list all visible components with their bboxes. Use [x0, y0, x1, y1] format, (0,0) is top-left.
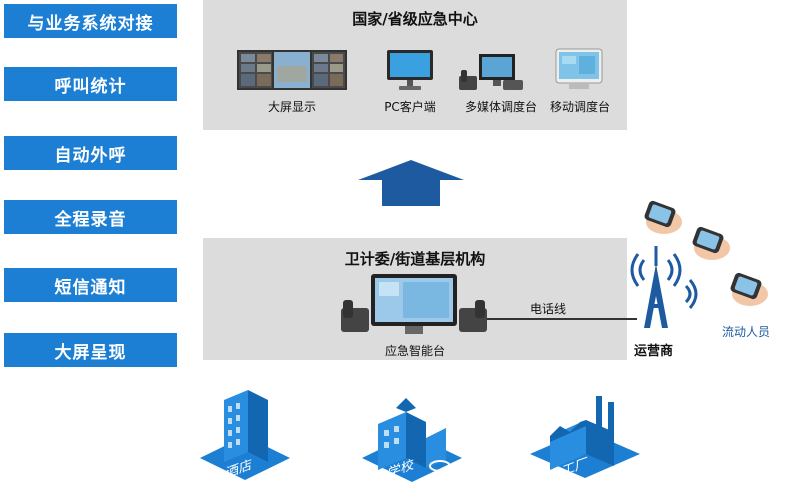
device-label-pc: PC客户端 [384, 100, 436, 114]
school-building-icon [362, 398, 462, 482]
hotel-building-icon [200, 390, 290, 480]
feature-button-recording[interactable]: 全程录音 [4, 200, 177, 234]
phone-line [487, 318, 637, 320]
factory-building-icon [530, 396, 640, 478]
mobile-phone-icon [692, 226, 730, 260]
feature-button-big-screen[interactable]: 大屏呈现 [4, 333, 177, 367]
national-center-panel: 国家/省级应急中心 大屏显示 PC客户端 多媒体调度台 [203, 0, 627, 130]
monitor-icon [387, 50, 433, 90]
national-center-title: 国家/省级应急中心 [352, 10, 478, 28]
emergency-console-label: 应急智能台 [384, 344, 445, 358]
emergency-console-icon [341, 274, 487, 334]
device-label-video-wall: 大屏显示 [267, 100, 316, 114]
grassroots-panel: 卫计委/街道基层机构 应急智能台 [203, 238, 627, 360]
feature-button-call-stats[interactable]: 呼叫统计 [4, 67, 177, 101]
mobile-staff-label: 流动人员 [722, 325, 771, 339]
cell-tower-icon [630, 246, 698, 328]
up-arrow-icon [358, 160, 464, 206]
device-label-tablet: 移动调度台 [549, 100, 610, 114]
multimedia-console-icon [459, 54, 523, 90]
video-wall-icon [237, 50, 347, 90]
feature-button-sms[interactable]: 短信通知 [4, 268, 177, 302]
operator-label: 运营商 [634, 344, 674, 359]
grassroots-title: 卫计委/街道基层机构 [344, 250, 486, 268]
mobile-phone-icon [644, 200, 682, 234]
phone-line-label: 电话线 [530, 302, 567, 316]
device-label-multimedia: 多媒体调度台 [464, 100, 537, 114]
mobile-phone-icon [730, 272, 768, 306]
tablet-icon [555, 48, 603, 89]
feature-button-integration[interactable]: 与业务系统对接 [4, 4, 177, 38]
feature-button-auto-dial[interactable]: 自动外呼 [4, 136, 177, 170]
